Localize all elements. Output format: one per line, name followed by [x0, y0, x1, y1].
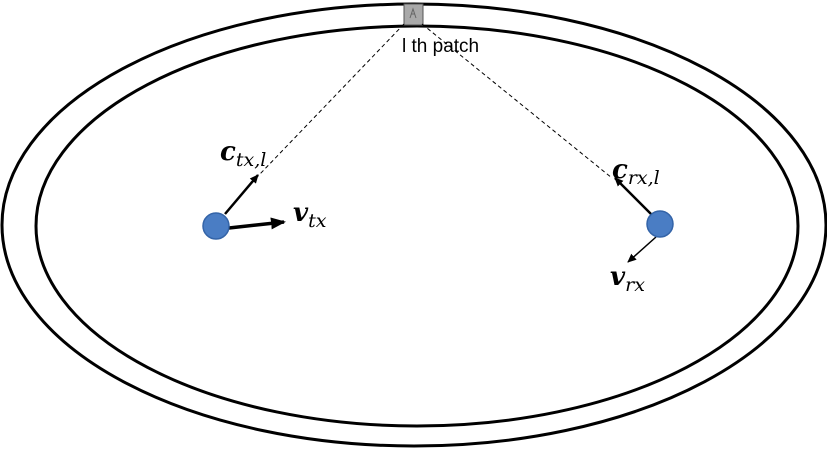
rx-node [646, 210, 674, 238]
c-tx-label: ctx,l [220, 137, 266, 171]
inner-wall-ellipse [34, 24, 800, 428]
c-rx-subscript: rx,l [627, 167, 660, 189]
c-rx-symbol: c [612, 155, 628, 185]
c-rx-arrow [614, 177, 653, 216]
v-tx-arrow [228, 217, 286, 230]
v-rx-label: vrx [610, 262, 645, 296]
v-rx-symbol: v [610, 262, 626, 292]
c-tx-subscript: tx,l [235, 149, 267, 171]
patch-texture [409, 7, 417, 19]
c-rx-label: crx,l [612, 155, 660, 189]
c-tx-arrow [224, 174, 259, 215]
v-rx-subscript: rx [625, 274, 645, 296]
v-tx-label: vtx [293, 198, 326, 232]
v-rx-arrow [627, 236, 657, 263]
c-tx-symbol: c [220, 137, 236, 167]
tx-ray-dashed [259, 23, 405, 175]
v-tx-subscript: tx [308, 210, 327, 232]
rx-ray-dashed [421, 23, 613, 179]
v-tx-symbol: v [293, 198, 309, 228]
patch-label: l th patch [402, 36, 480, 57]
tx-node [202, 212, 230, 240]
